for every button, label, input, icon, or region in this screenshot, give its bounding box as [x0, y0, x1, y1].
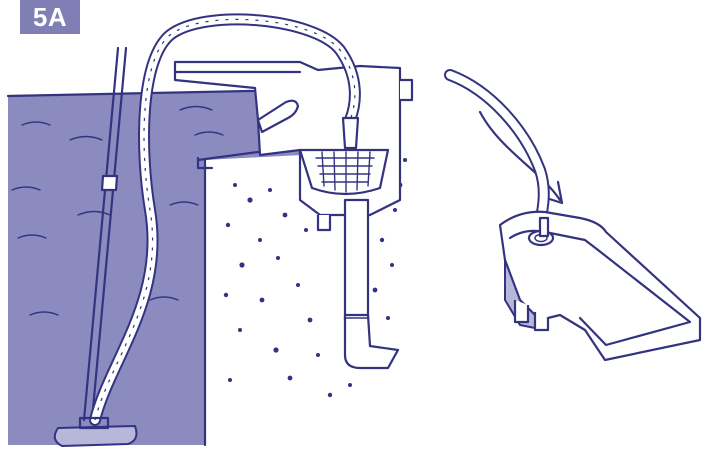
pool-wall — [198, 152, 258, 445]
skimmer-plate-icon — [500, 212, 700, 360]
skimmer-basket-icon — [300, 150, 388, 194]
detail-hose — [450, 75, 544, 222]
